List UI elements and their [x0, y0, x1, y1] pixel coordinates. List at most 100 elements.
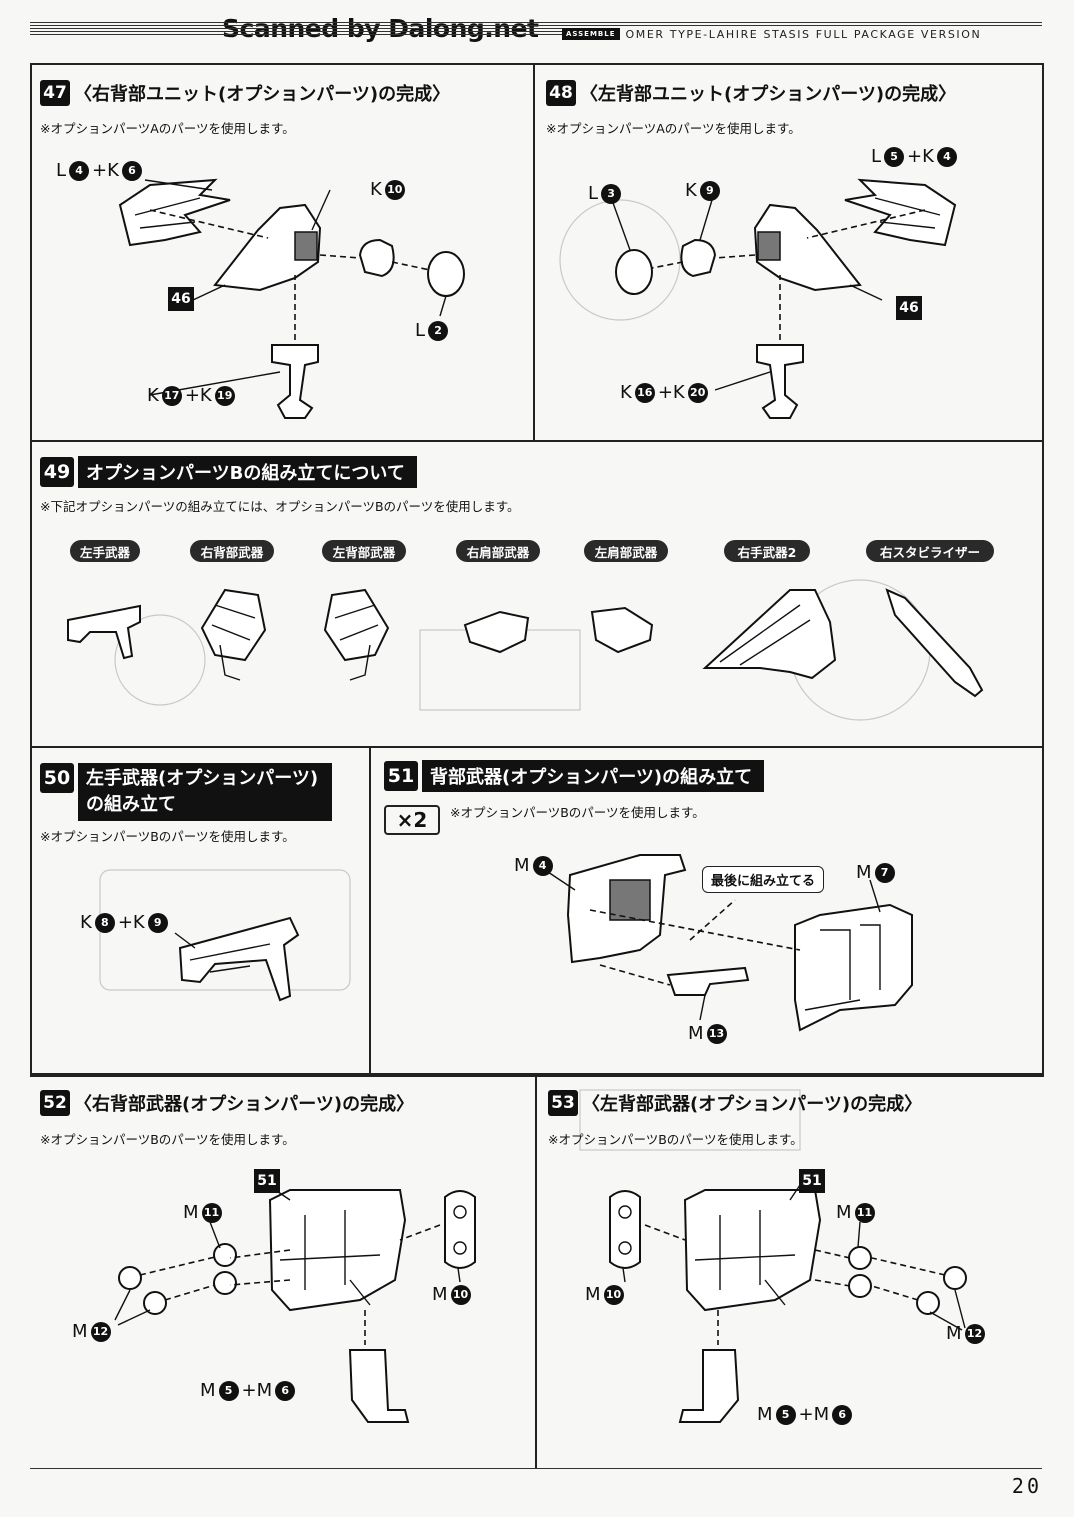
runner-letter: L [871, 146, 882, 167]
header-rule [30, 22, 1042, 42]
runner-letter: L [415, 320, 426, 341]
runner-letter: M [856, 862, 872, 883]
runner-letter: L [588, 183, 599, 204]
option-part-pill: 左手武器 [70, 540, 140, 562]
step-title-line: の組み立て [86, 794, 176, 815]
runner-letter: M [836, 1202, 852, 1223]
runner-letter: +K [184, 385, 212, 406]
step-number-badge: 48 [546, 80, 576, 106]
runner-letter: M [514, 855, 530, 876]
runner-letter: M [688, 1023, 704, 1044]
part-number-circle: 6 [121, 160, 142, 181]
step-47-title: 47 〈右背部ユニット(オプションパーツ)の完成〉 [40, 80, 450, 106]
step-title-text: 〈右背部ユニット(オプションパーツ)の完成〉 [74, 84, 451, 105]
option-part-pill: 左肩部武器 [584, 540, 668, 562]
step-number-badge: 52 [40, 1090, 70, 1116]
step-number-badge: 51 [384, 761, 418, 791]
divider [535, 1073, 537, 1468]
step-title-text: オプションパーツBの組み立てについて [78, 456, 417, 488]
step-51-title: 51 背部武器(オプションパーツ)の組み立て [384, 760, 765, 792]
step-49-note: ※下記オプションパーツの組み立てには、オプションパーツBのパーツを使用します。 [40, 499, 520, 514]
runner-letter: +M [798, 1404, 830, 1425]
runner-letter: +K [657, 382, 685, 403]
option-part-pill: 右手武器2 [724, 540, 810, 562]
divider [533, 63, 535, 441]
runner-letter: K [620, 382, 632, 403]
part-number-circle: 19 [214, 385, 235, 406]
part-number-circle: 6 [275, 1380, 296, 1401]
option-part-pill: 右スタビライザー [866, 540, 994, 562]
product-title: OMER TYPE-LAHIRE STASIS FULL PACKAGE VER… [625, 27, 982, 41]
footer-rule [30, 1468, 1042, 1469]
step-53-title: 53 〈左背部武器(オプションパーツ)の完成〉 [548, 1090, 922, 1116]
part-number-circle: 13 [706, 1023, 727, 1044]
instruction-frame [30, 63, 1044, 1077]
option-part-pill: 左背部武器 [322, 540, 406, 562]
divider [30, 746, 1044, 748]
part-number-circle: 10 [450, 1284, 471, 1305]
step-ref-square: 51 [254, 1169, 280, 1193]
option-part-pill: 右肩部武器 [456, 540, 540, 562]
part-number-circle: 9 [699, 180, 720, 201]
runner-letter: M [757, 1404, 773, 1425]
runner-letter: L [56, 160, 67, 181]
part-number-circle: 11 [854, 1202, 875, 1223]
part-number-circle: 3 [601, 183, 622, 204]
part-number-circle: 4 [69, 160, 90, 181]
runner-letter: +K [117, 912, 145, 933]
step-number-badge: 49 [40, 457, 74, 487]
quantity-multiplier: ×2 [384, 805, 440, 835]
part-number-circle: 5 [218, 1380, 239, 1401]
part-number-circle: 11 [201, 1202, 222, 1223]
step-ref-square: 46 [168, 287, 194, 311]
runner-letter: M [946, 1323, 962, 1344]
part-number-circle: 6 [832, 1404, 853, 1425]
header-title: ASSEMBLE OMER TYPE-LAHIRE STASIS FULL PA… [562, 27, 1042, 41]
part-number-circle: 10 [384, 179, 405, 200]
runner-letter: K [147, 385, 159, 406]
step-52-note: ※オプションパーツBのパーツを使用します。 [40, 1132, 295, 1147]
step-47-note: ※オプションパーツAのパーツを使用します。 [40, 121, 295, 136]
page-number: 20 [1011, 1474, 1042, 1498]
step-title-text: 〈右背部武器(オプションパーツ)の完成〉 [74, 1094, 415, 1115]
step-48-title: 48 〈左背部ユニット(オプションパーツ)の完成〉 [546, 80, 956, 106]
step-title-text: 〈左背部武器(オプションパーツ)の完成〉 [582, 1094, 923, 1115]
runner-letter: K [685, 180, 697, 201]
divider [369, 746, 371, 1075]
assembly-order-callout: 最後に組み立てる [702, 866, 825, 893]
step-50-note: ※オプションパーツBのパーツを使用します。 [40, 829, 295, 844]
option-part-pill: 右背部武器 [190, 540, 274, 562]
part-number-circle: 9 [147, 912, 168, 933]
step-title-text: 背部武器(オプションパーツ)の組み立て [422, 760, 765, 792]
part-number-circle: 12 [90, 1321, 111, 1342]
step-number-badge: 53 [548, 1090, 578, 1116]
divider [30, 440, 1044, 442]
assemble-badge: ASSEMBLE [562, 28, 620, 40]
part-number-circle: 5 [884, 146, 905, 167]
step-ref-square: 51 [799, 1169, 825, 1193]
step-title-text: 左手武器(オプションパーツ) の組み立て [78, 763, 333, 821]
runner-letter: +K [92, 160, 119, 181]
runner-letter: M [72, 1321, 88, 1342]
part-number-circle: 7 [874, 862, 895, 883]
step-51-note: ※オプションパーツBのパーツを使用します。 [450, 805, 705, 820]
step-50-title: 50 左手武器(オプションパーツ) の組み立て [40, 763, 333, 821]
part-number-circle: 4 [532, 855, 553, 876]
step-48-note: ※オプションパーツAのパーツを使用します。 [546, 121, 801, 136]
runner-letter: +M [241, 1380, 273, 1401]
